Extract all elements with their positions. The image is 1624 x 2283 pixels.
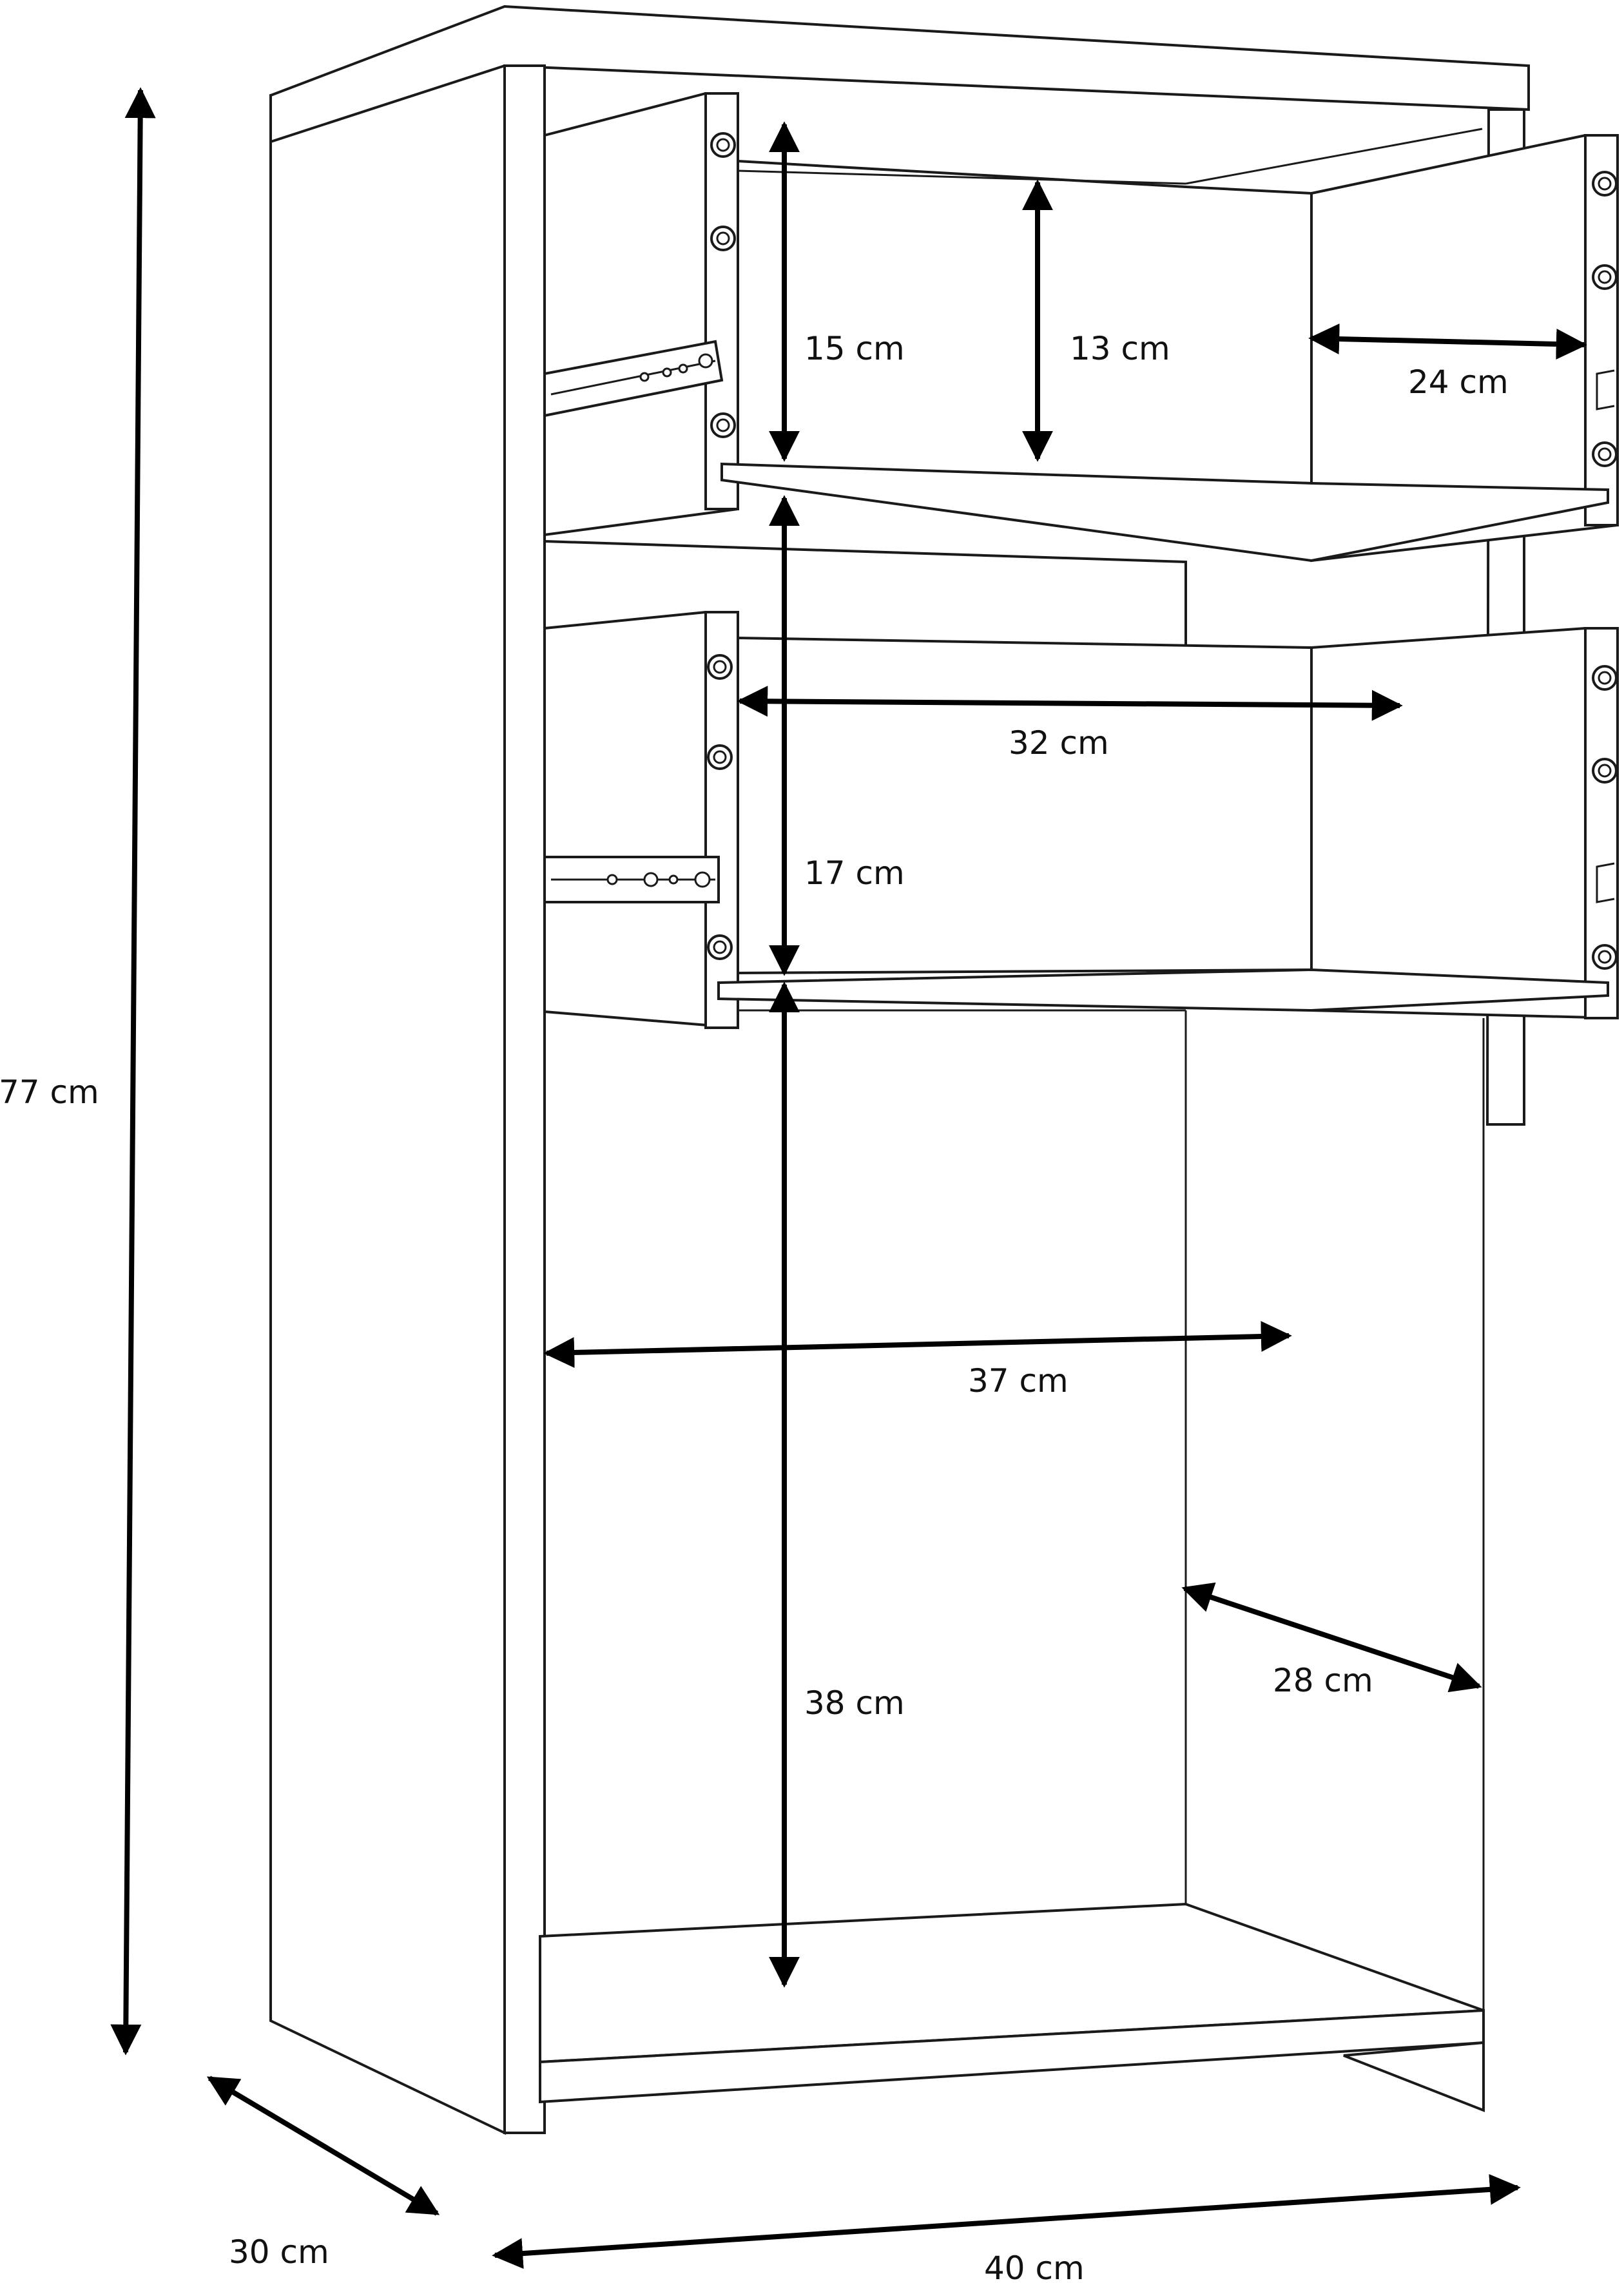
top-drawer bbox=[543, 92, 1619, 563]
lower-drawer-bottom bbox=[717, 968, 1609, 1012]
drawer-inner-width-label: 32 cm bbox=[1009, 724, 1109, 762]
height-arrow bbox=[110, 87, 156, 2056]
top-drawer-bottom bbox=[720, 462, 1609, 563]
dimension-labels: 77 cm 30 cm 40 cm 15 cm 13 cm 24 cm 32 c… bbox=[0, 330, 1509, 2283]
top-drawer-inner-height-label: 13 cm bbox=[1070, 330, 1170, 367]
drawer-inner-width-arrow bbox=[737, 686, 1403, 721]
overall-depth-label: 30 cm bbox=[229, 2233, 329, 2271]
width-arrow bbox=[492, 2173, 1521, 2269]
cabinet-left-side-panel bbox=[269, 64, 506, 2135]
open-compartment-depth-label: 28 cm bbox=[1273, 1662, 1373, 1699]
open-compartment-height-label: 38 cm bbox=[804, 1684, 905, 1722]
depth-arrow bbox=[206, 2076, 440, 2216]
cabinet-plinth bbox=[1343, 2041, 1485, 2112]
lower-drawer bbox=[543, 611, 1619, 1030]
open-compartment-width-label: 37 cm bbox=[968, 1362, 1068, 1400]
overall-width-label: 40 cm bbox=[984, 2249, 1085, 2283]
bottom-drawer-front-height-label: 17 cm bbox=[804, 854, 905, 892]
top-drawer-inner-depth-label: 24 cm bbox=[1408, 363, 1509, 401]
overall-height-label: 77 cm bbox=[0, 1074, 99, 1111]
top-drawer-inner-depth-arrow bbox=[1308, 323, 1587, 360]
dimension-lines bbox=[110, 87, 1587, 2269]
top-drawer-front-height-label: 15 cm bbox=[804, 330, 905, 367]
top-drawer-back-panel bbox=[737, 159, 1313, 485]
lower-drawer-right-side bbox=[1310, 627, 1619, 1020]
open-compartment-width-arrow bbox=[543, 1321, 1292, 1368]
open-compartment-depth-arrow bbox=[1181, 1582, 1482, 1693]
cabinet-front-left-edge bbox=[503, 64, 546, 2134]
lower-drawer-back-panel bbox=[737, 636, 1313, 975]
